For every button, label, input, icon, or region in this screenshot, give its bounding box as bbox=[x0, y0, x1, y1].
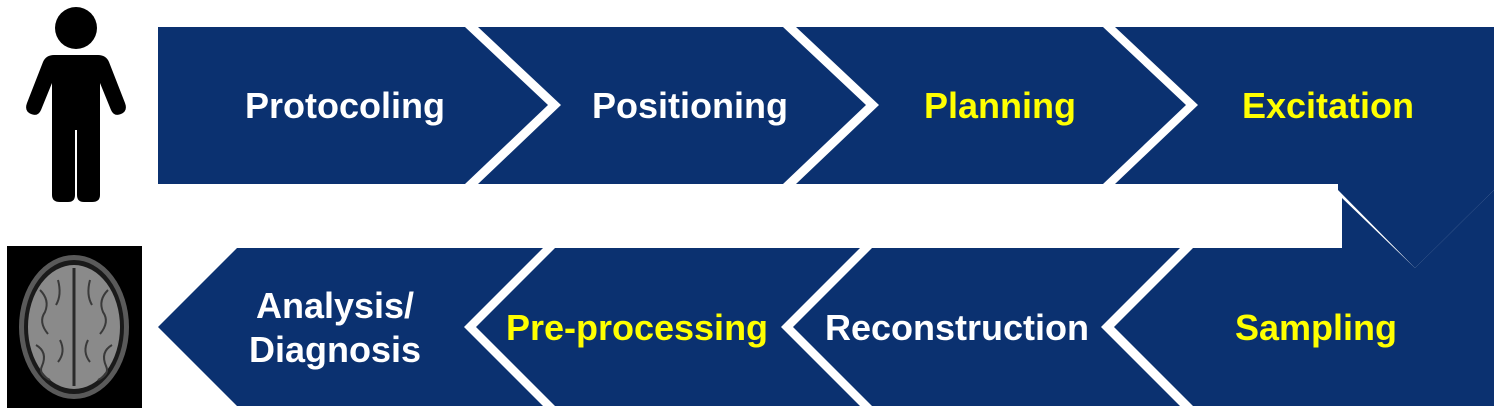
label-planning: Planning bbox=[924, 85, 1076, 126]
label-protocoling: Protocoling bbox=[245, 85, 445, 126]
step-analysis bbox=[158, 248, 543, 406]
step-protocoling bbox=[158, 27, 548, 184]
person-icon bbox=[26, 7, 126, 202]
label-analysis-line2: Diagnosis bbox=[249, 329, 421, 370]
person-head bbox=[55, 7, 97, 49]
top-row: Protocoling Positioning Planning Excitat… bbox=[158, 27, 1494, 268]
person-body bbox=[26, 55, 126, 202]
bottom-row: Sampling Reconstruction Pre-processing A… bbox=[158, 190, 1494, 406]
label-reconstruction: Reconstruction bbox=[825, 307, 1089, 348]
label-preprocessing: Pre-processing bbox=[506, 307, 768, 348]
label-positioning: Positioning bbox=[592, 85, 788, 126]
label-analysis-line1: Analysis/ bbox=[256, 285, 414, 326]
brain-mri-image bbox=[7, 246, 142, 408]
label-excitation: Excitation bbox=[1242, 85, 1414, 126]
step-positioning bbox=[478, 27, 866, 184]
step-planning bbox=[796, 27, 1186, 184]
step-reconstruction bbox=[793, 248, 1180, 406]
step-sampling bbox=[1114, 190, 1494, 406]
step-excitation bbox=[1115, 27, 1494, 268]
step-preprocessing bbox=[476, 248, 860, 406]
brain-sulci bbox=[35, 279, 113, 381]
label-sampling: Sampling bbox=[1235, 307, 1397, 348]
